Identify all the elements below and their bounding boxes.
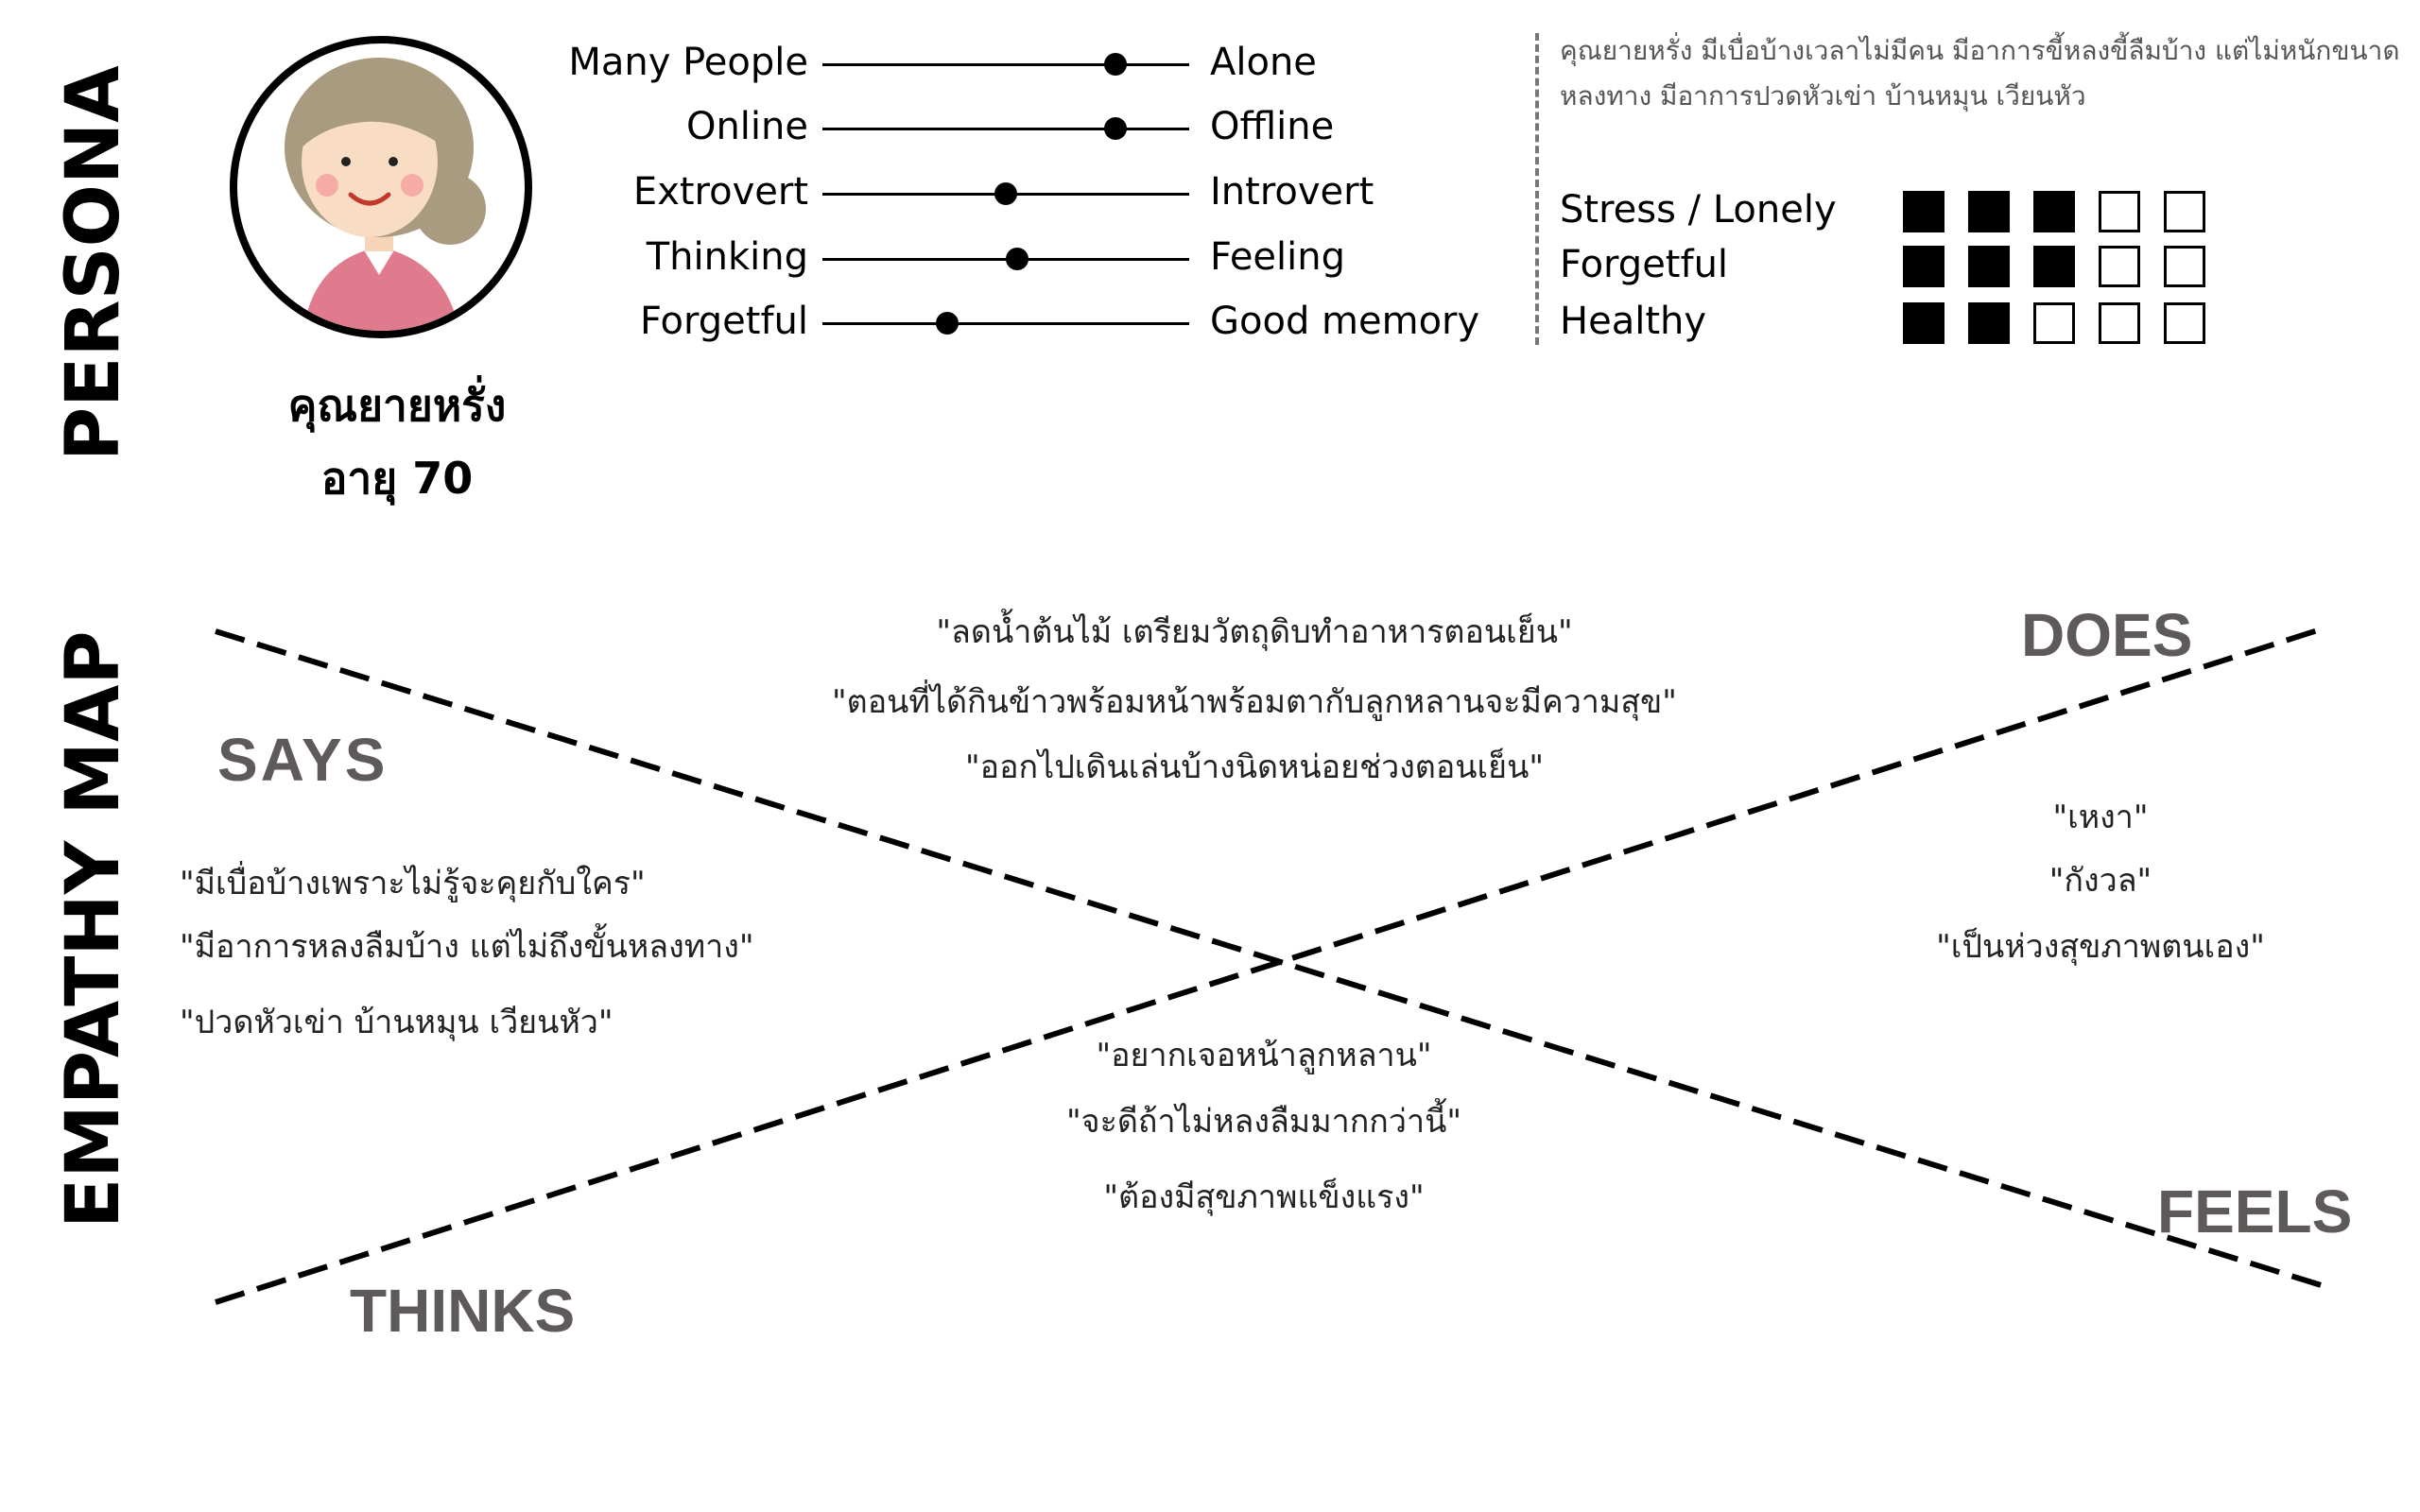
slider-left-label: Many People — [568, 41, 808, 84]
does-quote-1: "ลดน้ำต้นไม้ เตรียมวัตถุดิบทำอาหารตอนเย็… — [936, 613, 1573, 651]
rating-label: Healthy — [1560, 300, 1707, 343]
rating-square-empty — [2164, 302, 2205, 344]
rating-square-empty — [2099, 191, 2140, 232]
rating-square-filled — [1903, 302, 1945, 344]
slider-left-label: Forgetful — [639, 300, 808, 343]
does-quote-3: "ออกไปเดินเล่นบ้างนิดหน่อยช่วงตอนเย็น" — [965, 748, 1544, 786]
rating-square-filled — [2033, 246, 2075, 287]
rating-square-empty — [2033, 302, 2075, 344]
persona-age: อายุ 70 — [320, 453, 474, 504]
slider-right-label: Introvert — [1210, 170, 1374, 214]
slider-right-label: Alone — [1210, 41, 1317, 84]
rating-square-empty — [2164, 191, 2205, 232]
rating-square-filled — [1968, 246, 2010, 287]
thinks-quote-2: "จะดีถ้าไม่หลงลืมมากกว่านี้" — [1066, 1103, 1461, 1141]
says-quote-1: "มีเบื่อบ้างเพราะไม่รู้จะคุยกับใคร" — [180, 865, 646, 902]
thinks-quote-3: "ต้องมีสุขภาพแข็งแรง" — [1103, 1178, 1425, 1216]
rating-label: Forgetful — [1560, 243, 1729, 286]
slider-track — [822, 322, 1189, 325]
rating-square-filled — [1968, 302, 2010, 344]
slider-track — [822, 128, 1189, 130]
slider-right-label: Feeling — [1210, 235, 1346, 279]
rating-square-filled — [1903, 246, 1945, 287]
slider-marker — [1005, 248, 1028, 270]
persona-divider — [1535, 33, 1539, 345]
slider-right-label: Good memory — [1210, 300, 1480, 343]
does-quote-2: "ตอนที่ได้กินข้าวพร้อมหน้าพร้อมตากับลูกห… — [832, 683, 1677, 721]
thinks-title: THINKS — [350, 1277, 576, 1345]
rating-square-empty — [2164, 246, 2205, 287]
slider-left-label: Extrovert — [632, 170, 808, 214]
feels-quote-2: "กังวล" — [2048, 862, 2152, 900]
slider-marker — [935, 312, 959, 335]
says-quote-3: "ปวดหัวเข่า บ้านหมุน เวียนหัว" — [180, 1004, 614, 1041]
does-title: DOES — [2021, 601, 2193, 669]
rating-square-filled — [2033, 191, 2075, 232]
grandma-illustration-icon — [285, 58, 486, 331]
rating-square-empty — [2099, 302, 2140, 344]
feels-quote-1: "เหงา" — [2052, 799, 2149, 836]
slider-marker — [1104, 53, 1128, 76]
persona-name: คุณยายหรั่ง — [287, 380, 507, 431]
persona-avatar — [230, 36, 532, 338]
says-title: SAYS — [217, 726, 389, 794]
slider-left-label: Online — [685, 105, 808, 148]
slider-marker — [1104, 117, 1128, 140]
rating-label: Stress / Lonely — [1560, 188, 1837, 232]
feels-quote-3: "เป็นห่วงสุขภาพตนเอง" — [1936, 928, 2265, 966]
says-quote-2: "มีอาการหลงลืมบ้าง แต่ไม่ถึงขั้นหลงทาง" — [180, 928, 754, 966]
feels-title: FEELS — [2157, 1177, 2353, 1246]
slider-track — [822, 63, 1189, 66]
persona-description: คุณยายหรั่ง มีเบื่อบ้างเวลาไม่มีคน มีอาก… — [1560, 35, 2400, 112]
slider-left-label: Thinking — [646, 235, 808, 279]
rating-square-filled — [1968, 191, 2010, 232]
slider-right-label: Offline — [1210, 105, 1335, 148]
rating-square-empty — [2099, 246, 2140, 287]
slider-marker — [994, 182, 1017, 205]
thinks-quote-1: "อยากเจอหน้าลูกหลาน" — [1096, 1037, 1432, 1074]
rating-square-filled — [1903, 191, 1945, 232]
